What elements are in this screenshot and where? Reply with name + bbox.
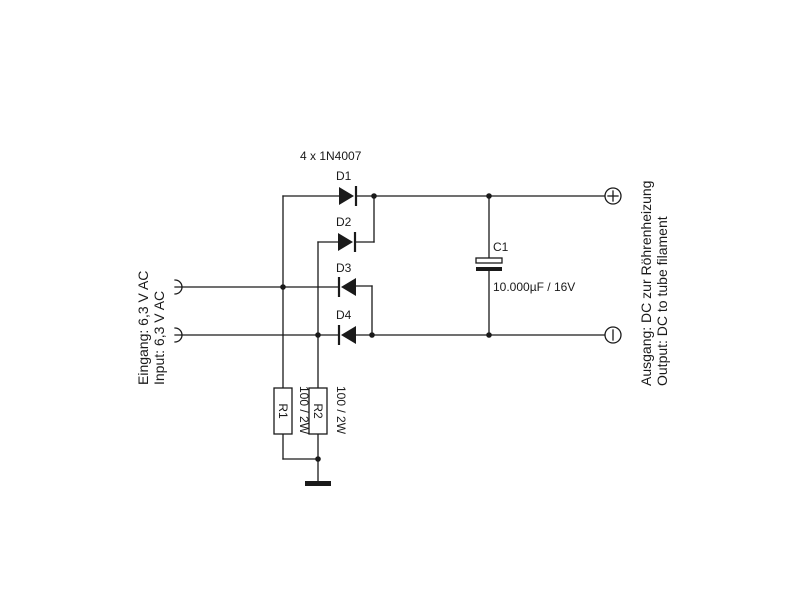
diode-type-label: 4 x 1N4007 — [300, 149, 362, 163]
diode-d4 — [337, 325, 356, 345]
label-d4: D4 — [336, 308, 352, 322]
output-label-de: Ausgang: DC zur Röhrenheizung — [638, 181, 654, 386]
label-d3: D3 — [336, 261, 352, 275]
ground-icon — [305, 481, 331, 486]
wires — [174, 195, 606, 483]
label-r1: R1 — [276, 403, 290, 419]
input-label-en: Input: 6,3 V AC — [151, 291, 167, 385]
label-d2: D2 — [336, 215, 352, 229]
input-label-de: Eingang: 6,3 V AC — [135, 271, 151, 385]
output-terminal-minus-icon — [604, 326, 622, 344]
input-terminal-icon — [174, 279, 183, 343]
label-r2-value: 100 / 2W — [334, 386, 348, 435]
resistor-r2 — [308, 387, 328, 435]
label-d1: D1 — [336, 169, 352, 183]
label-c1-value: 10.000µF / 16V — [493, 280, 575, 294]
diode-d3 — [337, 277, 356, 297]
output-label-en: Output: DC to tube filament — [654, 216, 670, 386]
diode-d2 — [338, 232, 357, 252]
label-c1: C1 — [493, 240, 509, 254]
label-r2: R2 — [311, 403, 325, 419]
output-terminal-plus-icon — [604, 187, 622, 205]
label-r1-value: 100 / 2W — [297, 386, 311, 435]
diode-d1 — [339, 186, 375, 206]
resistor-r1 — [273, 387, 293, 435]
capacitor-c1 — [475, 257, 503, 271]
